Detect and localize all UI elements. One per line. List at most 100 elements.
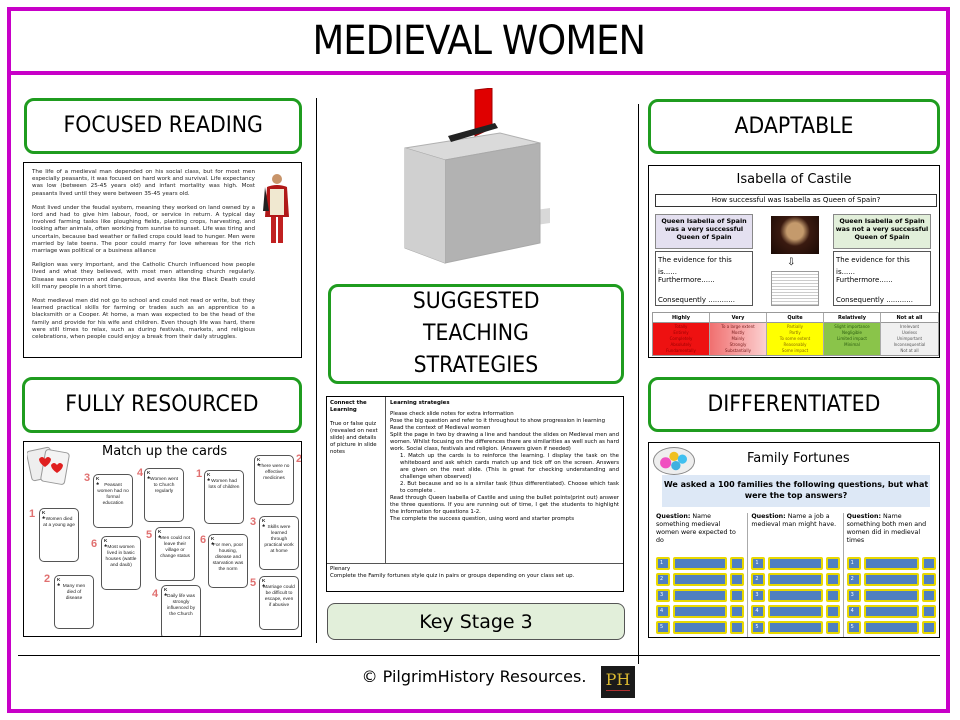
label-focused-reading: FOCUSED READING [24, 98, 302, 154]
card-number: 2 [44, 573, 51, 585]
answer-row: 4 [656, 605, 745, 618]
question-column: Question: Name something both men and wo… [844, 513, 939, 637]
card: Many men died of disease [54, 575, 94, 629]
card-number: 3 [250, 516, 257, 528]
answer-row: 2 [751, 573, 840, 586]
scale-head: Relatively [824, 313, 880, 323]
quiz-title: Family Fortunes [747, 451, 850, 466]
card-number: 6 [91, 538, 98, 550]
answer-row: 5 [846, 621, 936, 634]
answer-row: 5 [751, 621, 840, 634]
title-banner: MEDIEVAL WOMEN [7, 7, 950, 75]
answer-row: 1 [751, 557, 840, 570]
answer-row: 2 [846, 573, 936, 586]
document-preview [771, 271, 819, 306]
arrow-down-icon: ⇩ [787, 257, 796, 268]
pilgrim-history-logo: PH [601, 666, 635, 698]
prompt: Furthermore...... [836, 276, 893, 284]
plenary-row: Plenary Complete the Family fortunes sty… [327, 563, 623, 587]
label-fully-resourced: FULLY RESOURCED [22, 377, 302, 433]
label-text: TEACHING [423, 321, 529, 346]
teaching-strategies-thumbnail: Connect the Learning True or false quiz … [326, 396, 624, 592]
claim-successful: Queen Isabella of Spain was a very succe… [655, 214, 753, 249]
card: There were no effective medicines [254, 455, 294, 505]
strategy-line: Pose the big question and refer to it th… [390, 418, 605, 424]
plenary-text: Complete the Family fortunes style quiz … [330, 573, 575, 579]
card: Peasant women had no formal education [93, 474, 133, 528]
content-frame [7, 71, 950, 713]
reading-paragraph: Religion was very important, and the Cat… [32, 262, 255, 290]
reading-paragraph: The life of a medieval man depended on h… [32, 169, 255, 197]
footer: © PilgrimHistory Resources. [0, 667, 960, 686]
evidence-box-left: The evidence for this is...... Furthermo… [655, 251, 753, 306]
prompt: The evidence for this is...... [658, 256, 732, 276]
scale-head: Highly [653, 313, 709, 323]
worksheet-title: Isabella of Castile [736, 172, 852, 187]
connect-heading: Connect the Learning [330, 400, 367, 413]
label-text: ADAPTABLE [734, 113, 854, 139]
answer-row: 4 [751, 605, 840, 618]
question-columns: Question: Name something medieval women … [653, 513, 939, 637]
learning-strategies-column: Learning strategies Please check slide n… [386, 397, 623, 563]
key-stage-badge: Key Stage 3 [327, 603, 625, 640]
prompt: Consequently ............ [836, 296, 913, 304]
family-fortunes-thumbnail: Family Fortunes We asked a 100 families … [648, 442, 940, 638]
strategies-heading: Learning strategies [390, 400, 450, 406]
divider-left [316, 98, 317, 643]
strategy-line: Please check slide notes for extra infor… [390, 411, 514, 417]
footer-divider [18, 655, 940, 656]
scale-head: Very [710, 313, 766, 323]
card-number: 1 [196, 468, 203, 480]
cards-title: Match up the cards [102, 444, 228, 459]
strategy-step: 2. But because and so is a similar task … [400, 481, 619, 494]
card-number: 5 [146, 529, 153, 541]
card: Women went to Church regularly [144, 468, 184, 522]
prompt: The evidence for this is...... [836, 256, 910, 276]
answer-row: 3 [656, 589, 745, 602]
answer-row: 5 [656, 621, 745, 634]
card: Daily life was strongly influenced by th… [161, 585, 201, 636]
strategy-line: Split the page in two by drawing a line … [390, 432, 619, 452]
strategy-line: Read through Queen Isabella of Castile a… [390, 495, 619, 515]
key-stage-text: Key Stage 3 [419, 610, 533, 633]
playing-cards-icon [27, 446, 70, 485]
label-text: DIFFERENTIATED [707, 391, 881, 417]
isabella-worksheet-thumbnail: Isabella of Castile How successful was I… [648, 165, 940, 358]
label-adaptable: ADAPTABLE [648, 99, 940, 154]
match-cards-thumbnail: Match up the cards 3 Peasant women had n… [23, 441, 302, 637]
card: Most women lived in basic houses (wattle… [101, 536, 141, 590]
quiz-banner: We asked a 100 families the following qu… [662, 475, 930, 507]
question: Question: Name something medieval women … [656, 513, 736, 544]
card: Men could not leave their village or cha… [155, 527, 195, 581]
scale-head: Not at all [881, 313, 938, 323]
quiz-bubble-icon [653, 447, 695, 475]
answer-row: 3 [751, 589, 840, 602]
card-number: 5 [250, 577, 257, 589]
card-number: 4 [152, 588, 159, 600]
card: Women died at a young age [39, 508, 79, 562]
answer-row: 3 [846, 589, 936, 602]
card-number: 3 [84, 472, 91, 484]
prompt: Consequently ............ [658, 296, 735, 304]
card-number: 2 [296, 453, 302, 465]
page-title: MEDIEVAL WOMEN [312, 18, 646, 64]
label-text: STRATEGIES [413, 353, 539, 378]
card: For men, poor housing, disease and starv… [208, 534, 248, 588]
connect-learning-column: Connect the Learning True or false quiz … [327, 397, 386, 563]
scale-head: Quite [767, 313, 823, 323]
medieval-man-figure-icon [263, 174, 289, 243]
label-teaching-strategies: SUGGESTED TEACHING STRATEGIES [328, 284, 624, 384]
card: Skills were learned through practical wo… [259, 516, 299, 570]
card: Marriage could be difficult to escape, e… [259, 576, 299, 630]
copyright-text: © PilgrimHistory Resources. [361, 667, 587, 686]
isabella-portrait [771, 216, 819, 254]
card: Women had lots of children [204, 470, 244, 524]
evidence-box-right: The evidence for this is...... Furthermo… [833, 251, 931, 306]
